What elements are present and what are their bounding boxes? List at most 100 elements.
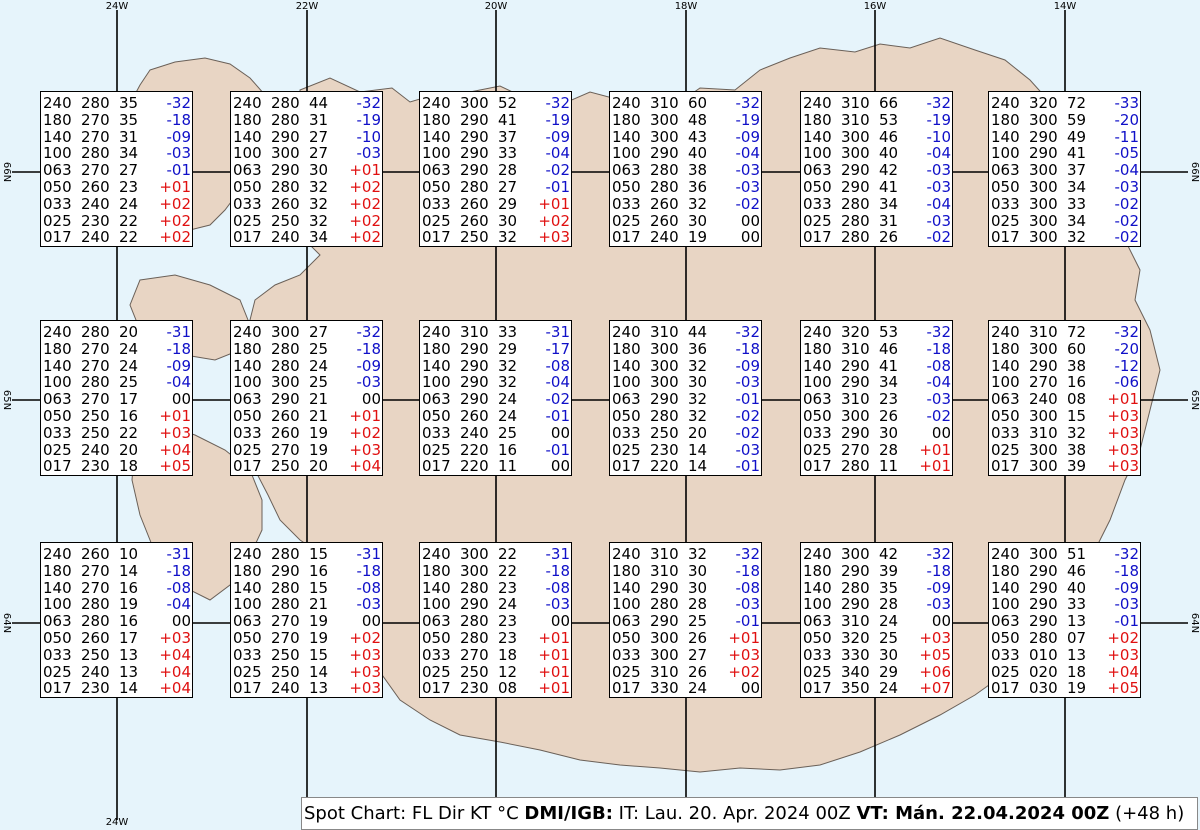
- wind-direction: 300: [650, 373, 679, 392]
- wind-speed: 32: [688, 194, 708, 213]
- wind-speed: 44: [688, 323, 708, 341]
- flight-level: 050: [803, 406, 832, 425]
- wind-direction: 250: [271, 662, 300, 681]
- flight-level: 100: [233, 373, 262, 392]
- temperature: +03: [349, 679, 381, 698]
- wind-direction: 230: [81, 457, 110, 476]
- flight-level: 240: [43, 323, 72, 341]
- flight-level: 017: [233, 679, 262, 698]
- wind-speed: 32: [498, 228, 518, 247]
- wind-speed: 08: [498, 679, 518, 698]
- wind-speed: 30: [879, 423, 899, 442]
- wind-speed: 37: [498, 127, 518, 146]
- wind-speed: 26: [688, 662, 708, 681]
- temperature: +05: [1107, 679, 1139, 698]
- flight-level: 063: [43, 612, 72, 631]
- temperature: +04: [159, 440, 191, 459]
- temperature: -08: [926, 356, 952, 375]
- wind-speed: 25: [498, 423, 518, 442]
- temperature: -17: [545, 339, 571, 358]
- wind-direction: 300: [1029, 457, 1058, 476]
- wind-speed: 24: [498, 406, 518, 425]
- wind-direction: 310: [650, 94, 679, 112]
- temperature: -18: [356, 339, 382, 358]
- wind-direction: 280: [460, 628, 489, 647]
- wind-direction: 010: [1029, 645, 1058, 664]
- wind-speed: 20: [688, 423, 708, 442]
- temperature: +01: [919, 440, 951, 459]
- wind-speed: 41: [498, 110, 518, 129]
- wind-direction: 300: [1029, 194, 1058, 213]
- temperature: -02: [1114, 211, 1140, 230]
- flight-level: 033: [803, 194, 832, 213]
- temperature: -18: [166, 339, 192, 358]
- flight-level: 140: [991, 127, 1020, 146]
- flight-level: 140: [991, 578, 1020, 597]
- wind-speed: 35: [119, 110, 139, 129]
- wind-speed: 34: [1067, 211, 1087, 230]
- flight-level: 100: [991, 144, 1020, 163]
- wind-speed: 29: [498, 194, 518, 213]
- wind-speed: 40: [688, 144, 708, 163]
- wind-direction: 300: [650, 127, 679, 146]
- wind-direction: 340: [841, 662, 870, 681]
- temperature: 00: [931, 612, 951, 631]
- wind-direction: 300: [460, 561, 489, 580]
- wind-direction: 260: [460, 406, 489, 425]
- flight-level: 017: [422, 228, 451, 247]
- temperature: -32: [735, 94, 761, 112]
- flight-level: 063: [803, 612, 832, 631]
- temperature: -02: [1114, 194, 1140, 213]
- wind-speed: 14: [309, 662, 329, 681]
- wind-direction: 310: [650, 323, 679, 341]
- wind-speed: 32: [498, 356, 518, 375]
- wind-direction: 280: [841, 211, 870, 230]
- wind-speed: 53: [879, 323, 899, 341]
- wind-direction: 280: [271, 595, 300, 614]
- wind-direction: 300: [460, 94, 489, 112]
- wind-direction: 310: [841, 94, 870, 112]
- wind-direction: 280: [650, 161, 679, 180]
- temperature: +03: [1107, 440, 1139, 459]
- wind-speed: 25: [879, 628, 899, 647]
- wind-direction: 290: [841, 161, 870, 180]
- wind-speed: 33: [1067, 595, 1087, 614]
- lon-label-top: 22W: [295, 1, 319, 12]
- wind-speed: 46: [879, 127, 899, 146]
- temperature: -01: [166, 161, 192, 180]
- temperature: -03: [735, 373, 761, 392]
- wind-direction: 290: [1029, 356, 1058, 375]
- temperature: +03: [1107, 645, 1139, 664]
- wind-direction: 290: [1029, 144, 1058, 163]
- wind-direction: 280: [271, 177, 300, 196]
- wind-speed: 19: [688, 228, 708, 247]
- wind-direction: 020: [1029, 662, 1058, 681]
- temperature: -09: [166, 356, 192, 375]
- wind-speed: 31: [879, 211, 899, 230]
- wind-direction: 240: [1029, 390, 1058, 409]
- wind-speed: 25: [688, 612, 708, 631]
- wind-speed: 29: [498, 339, 518, 358]
- wind-direction: 260: [650, 194, 679, 213]
- flight-level: 025: [991, 662, 1020, 681]
- temperature: +03: [159, 628, 191, 647]
- temperature: -02: [735, 423, 761, 442]
- wind-direction: 280: [841, 228, 870, 247]
- wind-speed: 14: [119, 679, 139, 698]
- temperature: -32: [926, 545, 952, 563]
- flight-level: 140: [803, 127, 832, 146]
- temperature: -32: [926, 323, 952, 341]
- wind-speed: 16: [119, 578, 139, 597]
